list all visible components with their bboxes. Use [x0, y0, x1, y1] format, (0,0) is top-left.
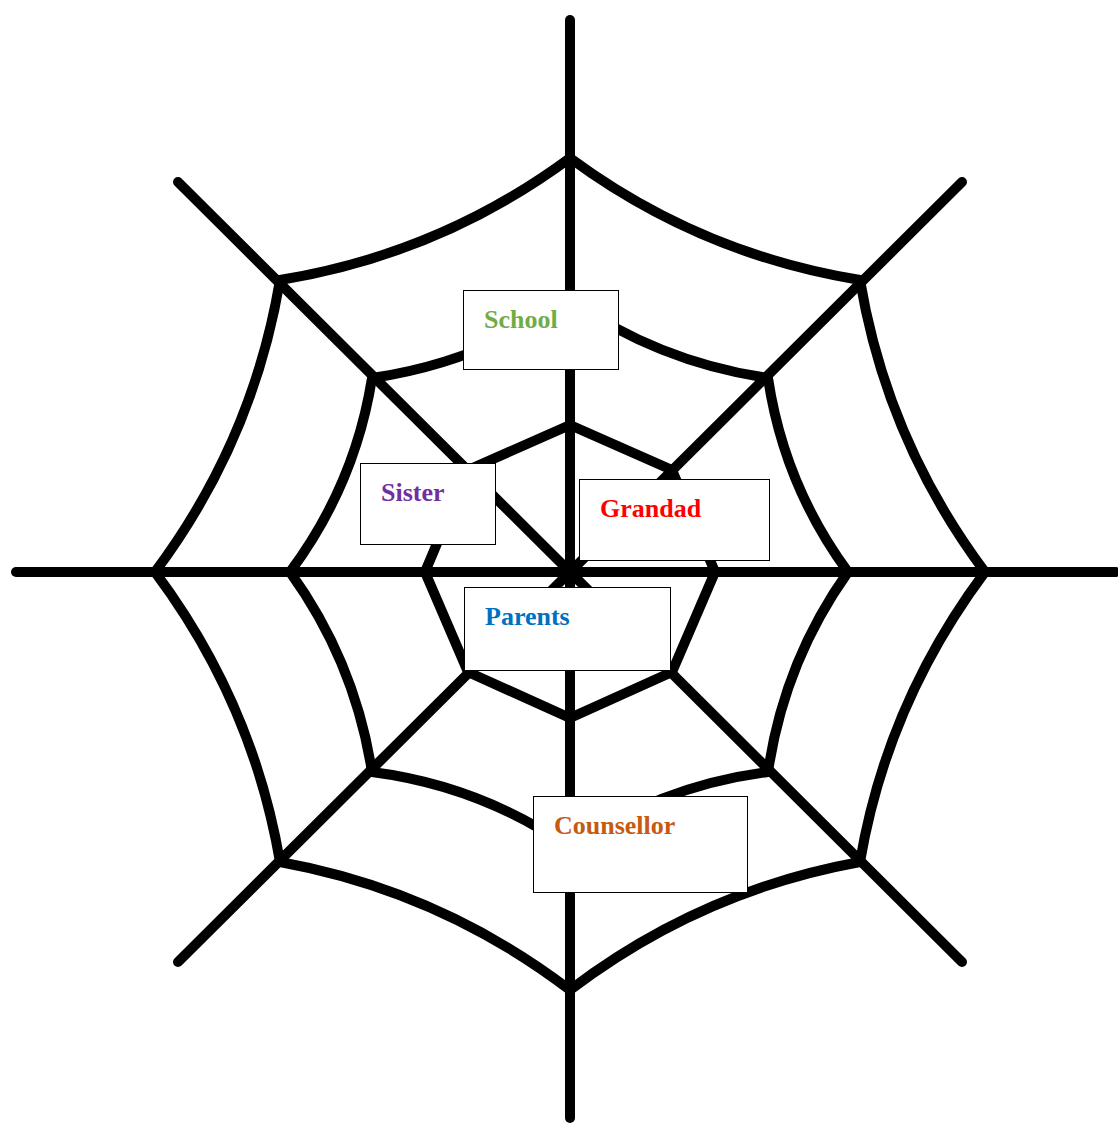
web-ring	[290, 300, 848, 848]
label-text: Grandad	[580, 480, 769, 536]
label-box: Counsellor	[533, 796, 748, 893]
label-box: Parents	[464, 587, 671, 671]
label-box: Sister	[360, 463, 496, 545]
label-text: School	[464, 291, 618, 347]
web-spoke	[178, 182, 962, 962]
label-text: Sister	[361, 464, 495, 520]
label-text: Parents	[465, 588, 670, 644]
web-ring	[155, 158, 985, 990]
label-box: School	[463, 290, 619, 370]
label-box: Grandad	[579, 479, 770, 561]
label-text: Counsellor	[534, 797, 747, 853]
web-spoke	[178, 182, 962, 962]
